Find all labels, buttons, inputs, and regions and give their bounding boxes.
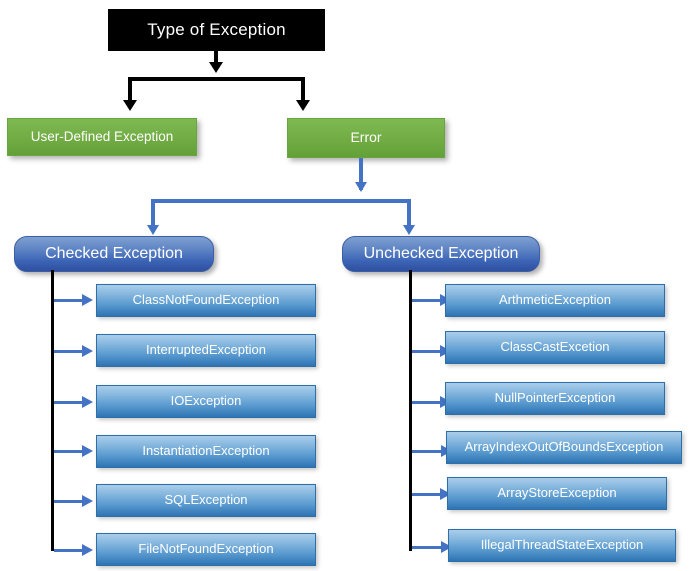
connector-error-stem-arrow bbox=[355, 182, 367, 192]
root-node-type-of-exception: Type of Exception bbox=[108, 9, 325, 51]
node-user-defined-exception-label: User-Defined Exception bbox=[30, 128, 174, 144]
connector-unchecked-arm-5 bbox=[412, 493, 442, 496]
connector-checked-arm-2 bbox=[54, 350, 84, 353]
connector-branch-checked-arrow bbox=[147, 225, 159, 235]
node-error: Error bbox=[287, 118, 445, 158]
root-node-label: Type of Exception bbox=[147, 19, 286, 39]
connector-error-stem bbox=[359, 158, 363, 190]
connector-checked-arm-3-arrow bbox=[82, 396, 93, 408]
leaf-label: IllegalThreadStateException bbox=[480, 537, 644, 553]
leaf-label: FileNotFoundException bbox=[138, 541, 274, 557]
leaf-label: InstantiationException bbox=[142, 443, 270, 459]
leaf-label: ArrayIndexOutOfBoundsException bbox=[464, 439, 664, 455]
connector-split-bar-black bbox=[128, 77, 305, 81]
node-unchecked-exception: Unchecked Exception bbox=[342, 236, 540, 272]
connector-checked-arm-2-arrow bbox=[82, 345, 93, 357]
leaf-interrupted-exception: InterruptedException bbox=[96, 334, 316, 367]
leaf-class-cast-excetion: ClassCastExcetion bbox=[445, 331, 665, 364]
connector-unchecked-spine bbox=[409, 270, 412, 551]
leaf-array-store-exception: ArrayStoreException bbox=[447, 477, 667, 510]
connector-branch-checked bbox=[151, 199, 155, 231]
leaf-instantiation-exception: InstantiationException bbox=[96, 435, 316, 468]
leaf-io-exception: IOException bbox=[96, 385, 316, 418]
connector-checked-arm-1 bbox=[54, 299, 84, 302]
leaf-null-pointer-exception: NullPointerException bbox=[445, 382, 665, 415]
connector-unchecked-arm-3 bbox=[412, 401, 442, 404]
connector-checked-arm-4-arrow bbox=[82, 445, 93, 457]
connector-unchecked-arm-5-arrow bbox=[440, 488, 451, 500]
connector-split-bar-blue bbox=[151, 199, 411, 203]
connector-branch-unchecked bbox=[407, 199, 411, 231]
node-checked-exception-label: Checked Exception bbox=[45, 245, 183, 263]
connector-root-stem-arrow bbox=[209, 62, 223, 73]
connector-branch-right-arrow bbox=[296, 100, 310, 111]
leaf-label: ClassNotFoundException bbox=[132, 292, 280, 308]
connector-checked-arm-6 bbox=[54, 549, 84, 552]
node-checked-exception: Checked Exception bbox=[14, 236, 214, 272]
connector-checked-arm-1-arrow bbox=[82, 294, 93, 306]
connector-checked-arm-3 bbox=[54, 401, 84, 404]
connector-branch-unchecked-arrow bbox=[403, 225, 415, 235]
leaf-file-not-found-exception: FileNotFoundException bbox=[96, 533, 316, 566]
connector-unchecked-arm-4 bbox=[412, 450, 443, 453]
connector-unchecked-arm-6-arrow bbox=[441, 541, 452, 553]
leaf-label: ClassCastExcetion bbox=[500, 339, 610, 355]
leaf-label: InterruptedException bbox=[146, 342, 266, 358]
connector-checked-arm-4 bbox=[54, 450, 84, 453]
connector-checked-arm-5 bbox=[54, 500, 84, 503]
connector-unchecked-arm-6 bbox=[412, 546, 443, 549]
connector-checked-spine bbox=[51, 270, 54, 551]
leaf-label: NullPointerException bbox=[494, 390, 616, 406]
connector-unchecked-arm-2 bbox=[412, 350, 442, 353]
connector-checked-arm-6-arrow bbox=[82, 544, 93, 556]
leaf-label: ArthmeticException bbox=[499, 292, 611, 308]
connector-checked-arm-5-arrow bbox=[82, 495, 93, 507]
connector-branch-left-arrow bbox=[123, 100, 137, 111]
node-unchecked-exception-label: Unchecked Exception bbox=[363, 245, 519, 263]
node-user-defined-exception: User-Defined Exception bbox=[7, 118, 197, 156]
leaf-illegal-thread-state-exception: IllegalThreadStateException bbox=[448, 529, 676, 562]
leaf-arthmetic-exception: ArthmeticException bbox=[445, 284, 665, 317]
leaf-label: ArrayStoreException bbox=[497, 485, 617, 501]
leaf-class-not-found-exception: ClassNotFoundException bbox=[96, 284, 316, 317]
leaf-label: SQLException bbox=[164, 492, 248, 508]
connector-branch-right-black bbox=[301, 77, 305, 105]
connector-unchecked-arm-1 bbox=[412, 299, 442, 302]
leaf-sql-exception: SQLException bbox=[96, 484, 316, 517]
connector-branch-left-black bbox=[128, 77, 132, 105]
connector-root-stem bbox=[214, 51, 218, 69]
node-error-label: Error bbox=[350, 129, 382, 146]
leaf-label: IOException bbox=[170, 393, 242, 409]
leaf-array-index-out-of-bounds-exception: ArrayIndexOutOfBoundsException bbox=[446, 431, 682, 464]
